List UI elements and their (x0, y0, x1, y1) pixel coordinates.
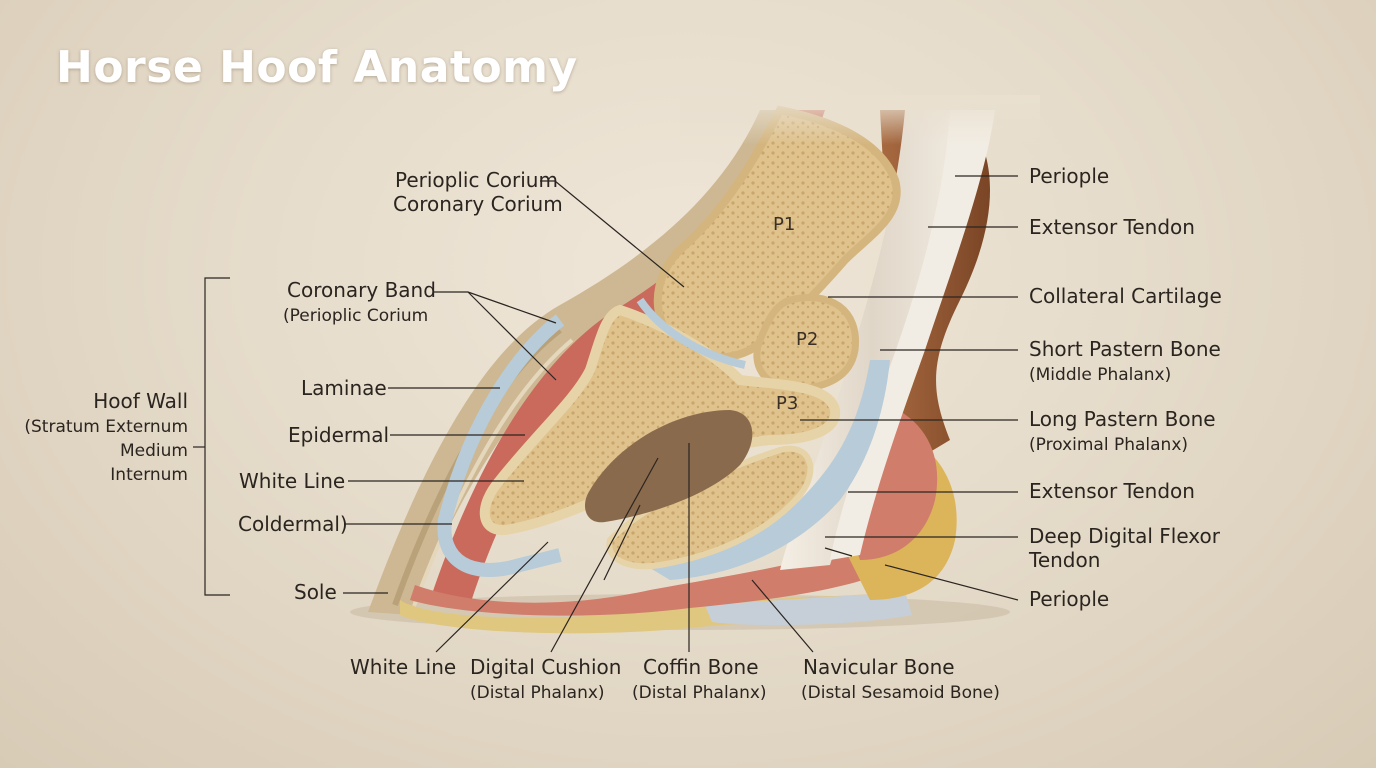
sole-corium (410, 520, 912, 616)
label-navicular-bone-sub: (Distal Sesamoid Bone) (801, 683, 1000, 703)
hoof-wall-title: Hoof Wall (93, 389, 188, 413)
leader-periopic-corium (540, 180, 685, 288)
p3-label: P3 (776, 393, 798, 414)
p1-label: P1 (773, 214, 795, 235)
label-collateral-cartilage: Collateral Cartilage (1029, 284, 1222, 308)
label-coronary-band-sub: (Perioplic Corium (283, 306, 428, 326)
label-ddft-line2: Tendon (1028, 548, 1100, 572)
label-extensor-tendon-mid: Extensor Tendon (1029, 479, 1195, 503)
blue-sheath (650, 360, 890, 580)
label-long-pastern-sub: (Proximal Phalanx) (1029, 435, 1188, 455)
page-title: Horse Hoof Anatomy (56, 42, 578, 93)
label-navicular-bone: Navicular Bone (803, 655, 955, 679)
label-white-line-left: White Line (239, 469, 345, 493)
label-long-pastern: Long Pastern Bone (1029, 407, 1216, 431)
frog-pad (705, 592, 912, 626)
cartilage-line (437, 314, 565, 577)
leader-periople-bottom (884, 564, 1019, 601)
label-coronary-band: Coronary Band (287, 278, 436, 302)
bottom-labels: White Line Digital Cushion (Distal Phala… (350, 443, 1000, 703)
joint-cartilage (636, 297, 746, 369)
hoof-wall-line3: Internum (110, 465, 188, 485)
top-fade (680, 95, 1040, 145)
label-digital-cushion: Digital Cushion (470, 655, 621, 679)
hoof-wall-group: Hoof Wall (Stratum Externum Medium Inter… (24, 277, 230, 596)
leader-white-line-bottom (435, 541, 549, 653)
label-white-line-bottom: White Line (350, 655, 456, 679)
leader-navicular-bone (751, 579, 814, 653)
right-labels: Periople Extensor Tendon Collateral Cart… (800, 164, 1222, 611)
p2-label: P2 (796, 329, 818, 350)
label-coronary-corium: Coronary Corium (393, 192, 563, 216)
digital-cushion-shape (585, 410, 753, 523)
flexor-tendon (780, 110, 965, 570)
label-digital-cushion-sub: (Distal Phalanx) (470, 683, 605, 703)
hoof-wall-bracket (204, 277, 230, 596)
label-epidermal: Epidermal (288, 423, 389, 447)
leader-coronary-band-2 (467, 291, 557, 381)
hoof-wall-stripe (412, 338, 574, 607)
label-short-pastern-sub: (Middle Phalanx) (1029, 365, 1171, 385)
label-laminae: Laminae (301, 376, 387, 400)
label-sole: Sole (294, 580, 337, 604)
label-periople-top: Periople (1029, 164, 1109, 188)
leader-ddft-2 (824, 547, 853, 557)
label-periople-bottom: Periople (1029, 587, 1109, 611)
hoof-wall-line2: Medium (120, 441, 188, 461)
hoof-wall-line1: (Stratum Externum (24, 417, 188, 437)
extensor-tendon (830, 110, 995, 560)
label-coffin-bone: Coffin Bone (643, 655, 759, 679)
label-coldermal: Coldermal) (238, 512, 348, 536)
p1-bone (653, 105, 901, 362)
label-short-pastern: Short Pastern Bone (1029, 337, 1221, 361)
label-ddft-line1: Deep Digital Flexor (1029, 524, 1221, 548)
left-labels: Perioplic Corium Coronary Corium Coronar… (238, 168, 685, 604)
leader-digital-cushion (550, 457, 659, 653)
leader-digital-cushion-2 (603, 504, 641, 581)
label-coffin-bone-sub: (Distal Phalanx) (632, 683, 767, 703)
label-periopic-corium: Perioplic Corium (395, 168, 558, 192)
label-extensor-tendon-top: Extensor Tendon (1029, 215, 1195, 239)
hoof-illustration (350, 95, 1040, 634)
